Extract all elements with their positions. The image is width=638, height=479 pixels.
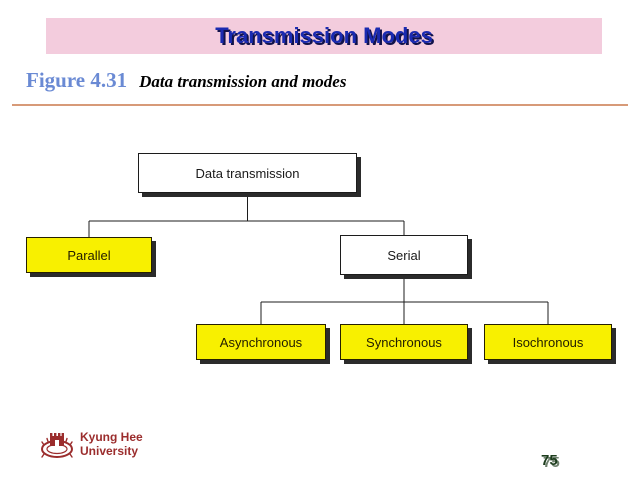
page-number: 75 bbox=[541, 452, 558, 469]
figure-title-label: Data transmission and modes bbox=[139, 72, 347, 91]
diagram-node-label: Data transmission bbox=[195, 165, 300, 181]
diagram-node-serial[interactable]: Serial bbox=[340, 235, 468, 275]
figure-caption: Figure 4.31 Data transmission and modes bbox=[26, 68, 346, 93]
slide-title: Transmission Modes bbox=[215, 23, 433, 48]
slide-title-banner: Transmission Modes bbox=[46, 18, 602, 54]
diagram-node-label: Asynchronous bbox=[219, 334, 303, 350]
diagram-node-label: Serial bbox=[387, 247, 421, 263]
diagram-node-label: Isochronous bbox=[512, 334, 584, 350]
page-number-shadow: 75 bbox=[543, 454, 560, 471]
university-name: Kyung Hee University bbox=[80, 430, 143, 458]
diagram-node-asynchronous[interactable]: Asynchronous bbox=[196, 324, 326, 360]
figure-number-label: Figure 4.31 bbox=[26, 68, 128, 92]
university-branding: Kyung Hee University bbox=[40, 428, 143, 460]
university-name-line1: Kyung Hee bbox=[80, 430, 143, 444]
diagram-node-parallel[interactable]: Parallel bbox=[26, 237, 152, 273]
diagram-node-data-transmission[interactable]: Data transmission bbox=[138, 153, 357, 193]
kyung-hee-crest-icon bbox=[40, 428, 74, 460]
university-name-line2: University bbox=[80, 444, 139, 458]
diagram-node-isochronous[interactable]: Isochronous bbox=[484, 324, 612, 360]
diagram-node-synchronous[interactable]: Synchronous bbox=[340, 324, 468, 360]
caption-divider-rule bbox=[12, 104, 628, 106]
diagram-node-label: Synchronous bbox=[366, 334, 442, 350]
diagram-node-label: Parallel bbox=[67, 247, 111, 263]
